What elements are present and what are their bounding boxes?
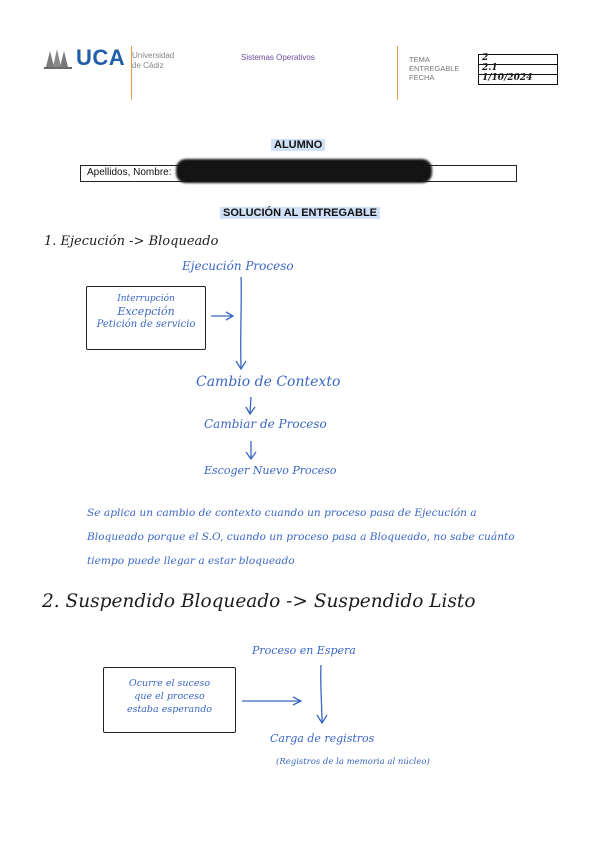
label-fecha: FECHA: [409, 73, 435, 82]
q2-main-line: [320, 664, 323, 723]
university-emblem-icon: [44, 49, 72, 69]
q1-explanation: Se aplica un cambio de contexto cuando u…: [87, 501, 515, 573]
q1-step-change-process: Cambiar de Proceso: [204, 417, 327, 431]
q1-arrow-down-icon: [245, 396, 256, 416]
q2-step-note: (Registros de la memoria al núcleo): [276, 757, 430, 767]
label-tema: TEMA: [409, 55, 430, 64]
q2-trigger-box: Ocurre el suceso que el proceso estaba e…: [103, 667, 236, 733]
q1-explanation-line: Bloqueado porque el S.O, cuando un proce…: [87, 531, 515, 543]
header-divider: [131, 46, 132, 100]
q1-box-arrow-icon: [211, 311, 235, 321]
q1-explanation-line: Se aplica un cambio de contexto cuando u…: [87, 507, 477, 519]
q1-flow-top: Ejecución Proceso: [182, 259, 294, 273]
student-name-label: Apellidos, Nombre:: [87, 167, 172, 178]
q1-cause: Interrupción: [117, 294, 175, 304]
q1-explanation-line: tiempo puede llegar a estar bloqueado: [87, 555, 295, 567]
q1-arrow-down-icon: [235, 360, 247, 371]
q2-box-arrow-icon: [242, 696, 303, 706]
q1-cause: Petición de servicio: [96, 319, 196, 330]
q2-title: 2. Suspendido Bloqueado -> Suspendido Li…: [42, 591, 476, 612]
redacted-name: [176, 159, 432, 183]
q1-main-line: [240, 276, 242, 369]
q1-cause: Excepción: [117, 305, 175, 318]
subject-name: Sistemas Operativos: [241, 53, 315, 62]
student-section-title: ALUMNO: [271, 139, 326, 151]
university-line2: de Cádiz: [132, 61, 164, 70]
q1-arrow-down-icon: [245, 441, 257, 461]
header-values-box: 2 2.1 1/10/2024: [478, 53, 558, 85]
university-line1: Universidad: [132, 51, 175, 60]
q1-step-context-change: Cambio de Contexto: [196, 374, 341, 390]
q1-title: 1. Ejecución -> Bloqueado: [44, 234, 219, 249]
header-labels: TEMA ENTREGABLE FECHA: [409, 55, 459, 82]
q2-trigger-line: que el proceso: [134, 691, 205, 702]
value-entregable: 2.1: [478, 63, 558, 74]
university-logo: UCA Universidad de Cádiz: [44, 44, 184, 74]
q2-step-load-registers: Carga de registros: [270, 732, 375, 745]
q2-flow-top: Proceso en Espera: [252, 644, 356, 657]
value-tema: 2: [478, 53, 558, 64]
q2-trigger-line: Ocurre el suceso: [128, 678, 211, 689]
logo-text: UCA: [76, 45, 126, 70]
q2-trigger-line: estaba esperando: [126, 704, 213, 715]
solution-section-title: SOLUCIÓN AL ENTREGABLE: [220, 207, 381, 219]
value-fecha: 1/10/2024: [478, 73, 558, 85]
label-entregable: ENTREGABLE: [409, 64, 460, 73]
q2-arrow-down-icon: [316, 714, 328, 725]
q1-causes-box: Interrupción Excepción Petición de servi…: [86, 286, 206, 350]
header-divider-right: [397, 46, 398, 100]
q1-step-choose-process: Escoger Nuevo Proceso: [204, 464, 337, 477]
student-name-field: Apellidos, Nombre:: [80, 159, 517, 183]
